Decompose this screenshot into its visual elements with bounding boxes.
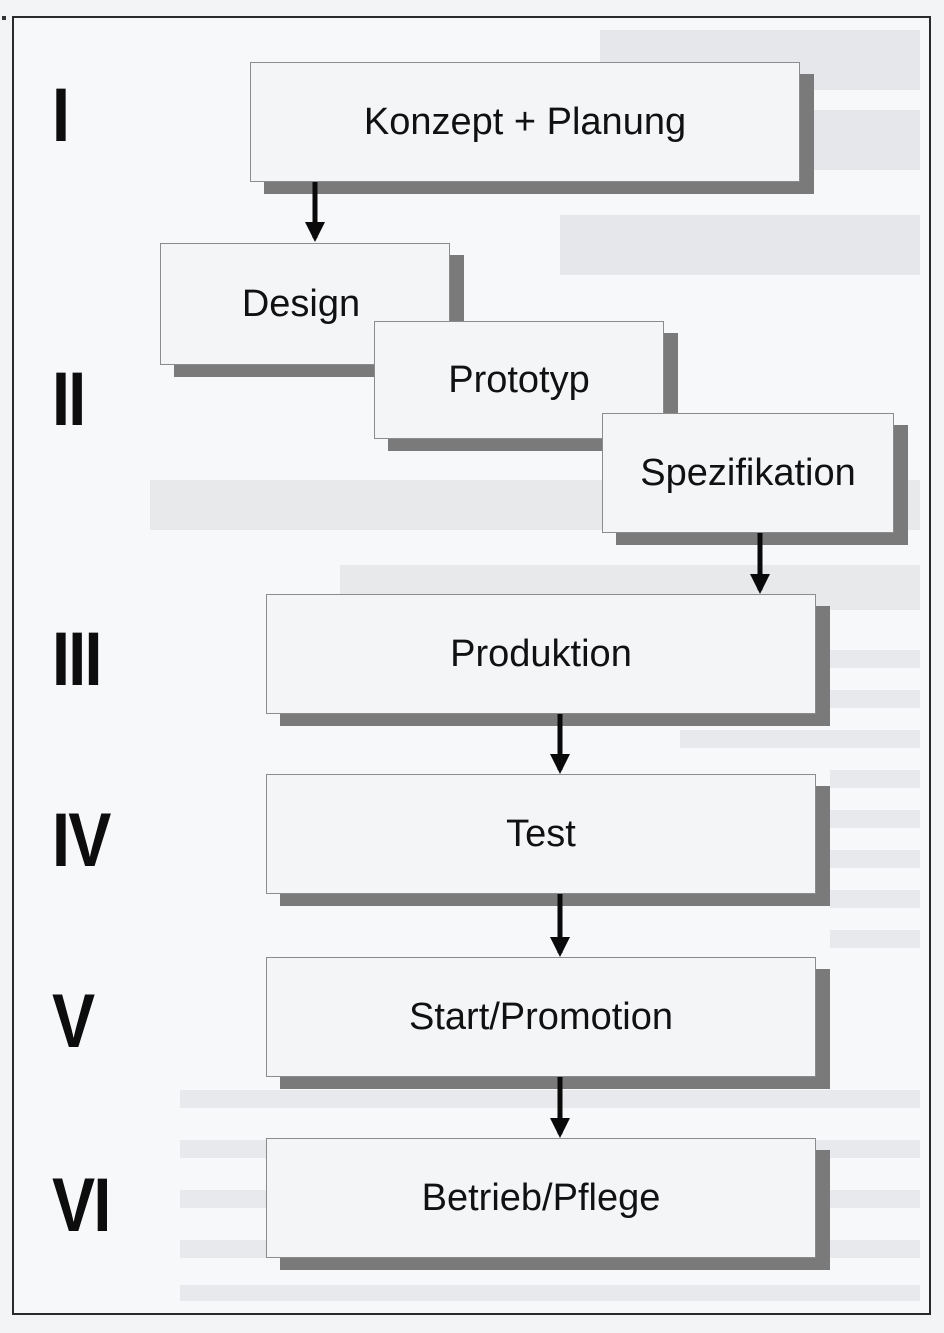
stage-numeral-ii: II xyxy=(52,357,86,442)
box-label: Produktion xyxy=(450,632,632,675)
box-konzept-planung: Konzept + Planung xyxy=(250,62,800,182)
box-label: Prototyp xyxy=(448,358,590,401)
box-label: Design xyxy=(241,282,361,325)
stage-numeral-v: V xyxy=(52,979,95,1064)
stage-numeral-i: I xyxy=(52,73,70,158)
box-betrieb-pflege: Betrieb/Pflege xyxy=(266,1138,816,1258)
box-spezifikation: Spezifikation xyxy=(602,413,894,533)
box-start-promotion: Start/Promotion xyxy=(266,957,816,1077)
box-test: Test xyxy=(266,774,816,894)
stage-numeral-iii: III xyxy=(52,617,102,702)
stage-numeral-vi: VI xyxy=(52,1163,111,1248)
box-label: Konzept + Planung xyxy=(363,100,687,143)
box-label: Start/Promotion xyxy=(409,995,673,1038)
box-label: Betrieb/Pflege xyxy=(421,1176,661,1219)
stage-numeral-iv: IV xyxy=(52,798,111,883)
box-produktion: Produktion xyxy=(266,594,816,714)
corner-mark xyxy=(2,16,6,20)
box-label: Test xyxy=(506,812,576,855)
box-label: Spezifikation xyxy=(640,451,856,494)
